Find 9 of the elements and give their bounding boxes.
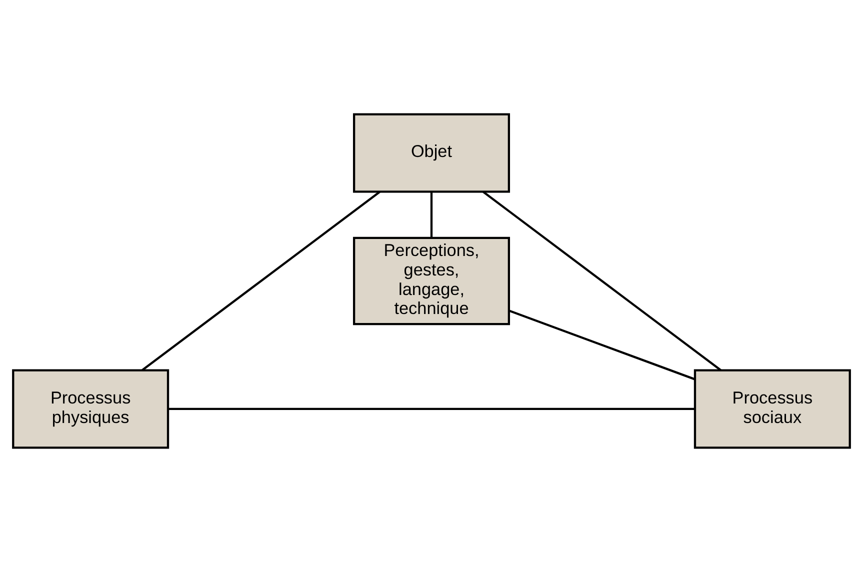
- node-box: Perceptions, gestes, langage, technique: [353, 236, 510, 326]
- node-box: Processus sociaux: [694, 369, 851, 449]
- connector: [508, 310, 696, 380]
- connector: [168, 408, 695, 410]
- node-box: Objet: [353, 113, 510, 193]
- connector: [430, 192, 433, 238]
- connector: [482, 191, 722, 372]
- node-box: Processus physiques: [12, 369, 170, 449]
- connector: [142, 191, 380, 372]
